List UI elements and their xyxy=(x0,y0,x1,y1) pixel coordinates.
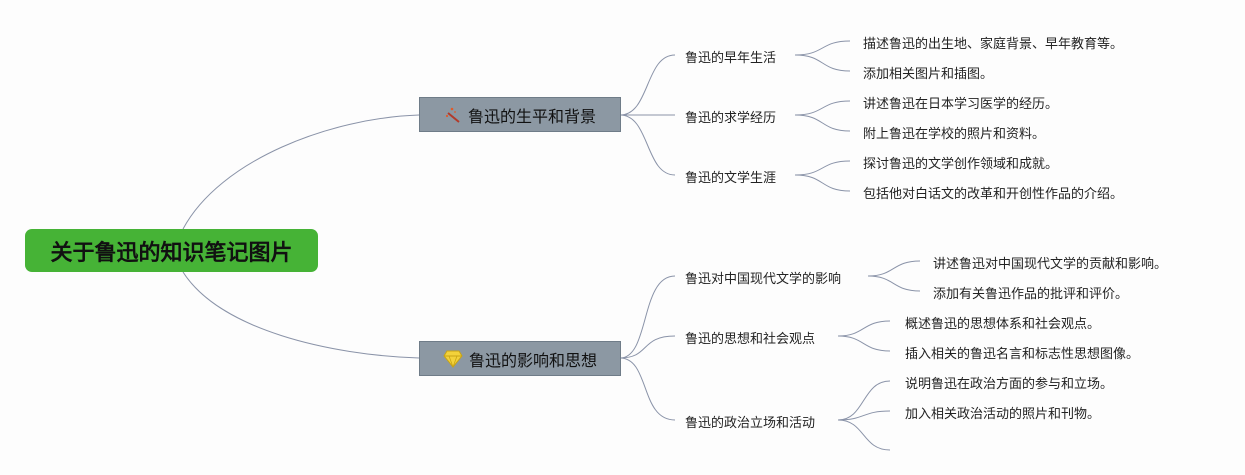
branch-life-background[interactable]: 鲁迅的生平和背景 xyxy=(419,97,621,132)
branch-label: 鲁迅的生平和背景 xyxy=(467,106,596,126)
leaf-note[interactable]: 讲述鲁迅在日本学习医学的经历。 xyxy=(863,97,1059,112)
subtopic-political-stance[interactable]: 鲁迅的政治立场和活动 xyxy=(685,416,816,431)
leaf-note[interactable]: 说明鲁迅在政治方面的参与和立场。 xyxy=(905,377,1114,392)
leaf-note[interactable]: 描述鲁迅的出生地、家庭背景、早年教育等。 xyxy=(863,37,1124,52)
root-topic[interactable]: 关于鲁迅的知识笔记图片 xyxy=(25,229,318,272)
leaf-note[interactable]: 包括他对白话文的改革和开创性作品的介绍。 xyxy=(863,187,1124,202)
subtopic-literary-career[interactable]: 鲁迅的文学生涯 xyxy=(685,171,777,186)
leaf-note[interactable]: 加入相关政治活动的照片和刊物。 xyxy=(905,407,1101,422)
leaf-note[interactable]: 附上鲁迅在学校的照片和资料。 xyxy=(863,127,1046,142)
leaf-note[interactable]: 探讨鲁迅的文学创作领域和成就。 xyxy=(863,157,1059,172)
root-topic-label: 关于鲁迅的知识笔记图片 xyxy=(50,240,293,266)
leaf-note[interactable]: 讲述鲁迅对中国现代文学的贡献和影响。 xyxy=(933,257,1168,272)
leaf-note[interactable]: 插入相关的鲁迅名言和标志性思想图像。 xyxy=(905,347,1140,362)
subtopic-education[interactable]: 鲁迅的求学经历 xyxy=(685,111,777,126)
magic-wand-icon xyxy=(444,106,462,124)
leaf-note[interactable]: 添加有关鲁迅作品的批评和评价。 xyxy=(933,287,1129,302)
gem-icon xyxy=(443,350,463,368)
branch-influence-thought[interactable]: 鲁迅的影响和思想 xyxy=(419,341,621,376)
subtopic-literary-influence[interactable]: 鲁迅对中国现代文学的影响 xyxy=(685,272,842,287)
subtopic-social-views[interactable]: 鲁迅的思想和社会观点 xyxy=(685,332,816,347)
leaf-note[interactable]: 概述鲁迅的思想体系和社会观点。 xyxy=(905,317,1101,332)
branch-label: 鲁迅的影响和思想 xyxy=(468,350,597,370)
leaf-note[interactable]: 添加相关图片和插图。 xyxy=(863,67,994,82)
leaf-note-empty[interactable] xyxy=(905,442,945,458)
subtopic-early-life[interactable]: 鲁迅的早年生活 xyxy=(685,51,777,66)
